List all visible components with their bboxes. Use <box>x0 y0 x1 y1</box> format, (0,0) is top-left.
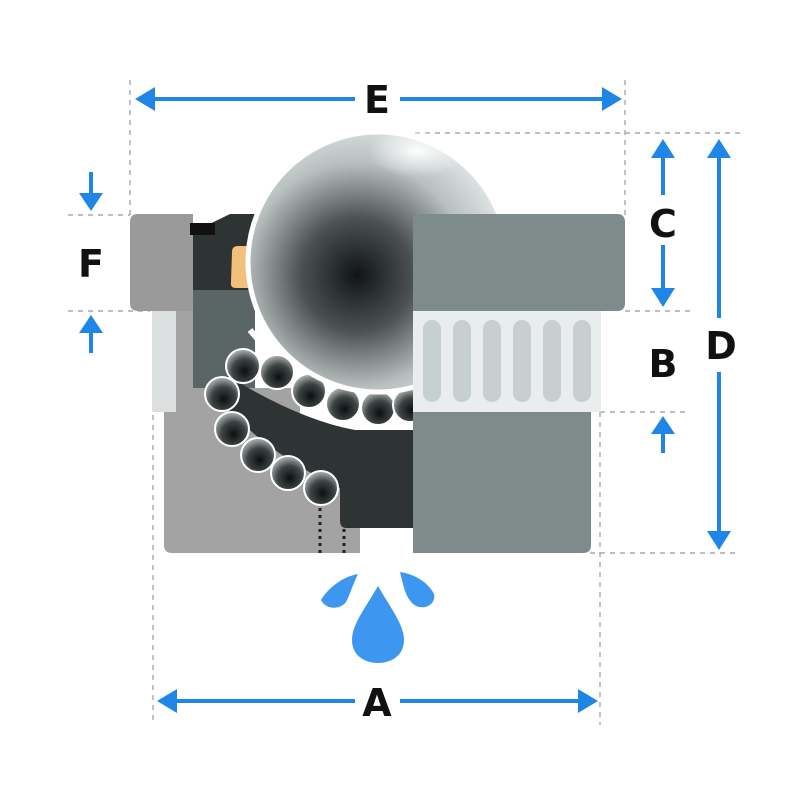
dimension-b-label: B <box>649 342 678 386</box>
dimension-a: A <box>157 681 598 725</box>
dimension-d-label: D <box>705 324 737 368</box>
water-drop-icon <box>352 586 404 663</box>
rib <box>453 320 471 402</box>
arrow-up-icon <box>79 315 103 333</box>
support-balls <box>204 348 413 506</box>
dimension-c-label: C <box>649 202 677 246</box>
water-drop-icon <box>321 574 358 608</box>
rib <box>543 320 561 402</box>
flange-left <box>130 214 193 311</box>
exterior-ribbed-band <box>413 311 601 412</box>
exterior-flange <box>413 214 625 311</box>
dimension-a-label: A <box>362 681 392 725</box>
support-ball <box>303 470 339 506</box>
dimension-b: B <box>649 342 678 453</box>
arrow-down-icon <box>651 288 675 307</box>
dimension-c: C <box>649 139 677 307</box>
arrow-down-icon <box>707 531 731 550</box>
arrow-up-icon <box>651 416 675 434</box>
support-ball <box>214 411 250 447</box>
dimension-f-label: F <box>78 242 104 286</box>
unit-exterior <box>413 214 625 553</box>
support-ball <box>240 437 276 473</box>
exterior-lower-body <box>413 412 591 553</box>
rib <box>513 320 531 402</box>
support-ball <box>204 376 240 412</box>
rib <box>423 320 441 402</box>
guide-lines <box>68 80 740 725</box>
dimension-e-label: E <box>364 78 390 122</box>
support-ball <box>259 354 295 390</box>
ball-cup-dark <box>214 376 413 528</box>
arrow-left-icon <box>135 87 155 111</box>
arrow-up-icon <box>651 139 675 158</box>
support-ball <box>225 348 261 384</box>
support-ball <box>360 390 396 426</box>
support-ball <box>270 455 306 491</box>
main-ball-highlight <box>340 132 480 208</box>
water-drop-icon <box>400 572 435 608</box>
rib <box>573 320 591 402</box>
body-strip-light <box>152 311 176 412</box>
rib <box>483 320 501 402</box>
arrow-down-icon <box>79 193 103 211</box>
dimension-f: F <box>78 172 104 353</box>
drain-opening <box>360 528 397 553</box>
arrow-left-icon <box>157 689 177 713</box>
exterior-ribs <box>423 320 591 402</box>
seal-clip <box>190 223 215 235</box>
water-drops <box>321 572 435 663</box>
arrow-right-icon <box>578 689 598 713</box>
dimension-arrows: E A C D B <box>78 78 737 725</box>
dimension-d: D <box>705 139 737 550</box>
arrow-up-icon <box>707 139 731 158</box>
arrow-right-icon <box>602 87 622 111</box>
dimension-e: E <box>135 78 622 122</box>
